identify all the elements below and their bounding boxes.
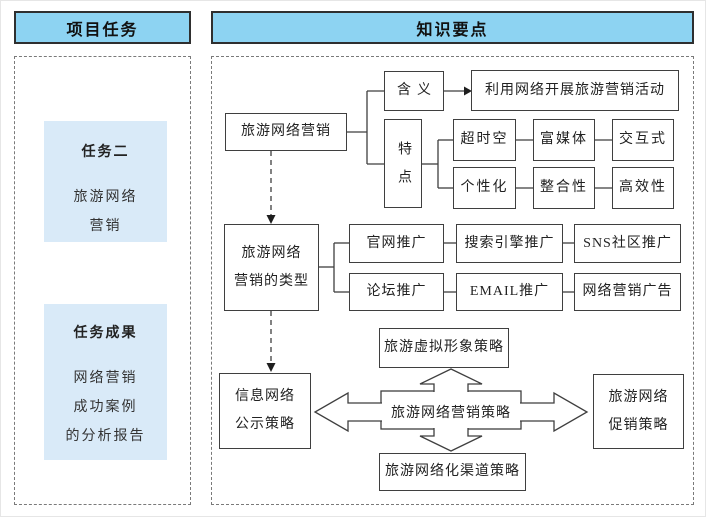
result-line: 网络营销	[73, 371, 138, 386]
task-title: 任务二	[81, 143, 130, 159]
feature-text: 整合性	[540, 180, 588, 195]
arrowheads	[266, 86, 472, 372]
type-text: 网络营销广告	[582, 284, 673, 299]
node-types-label: 旅游网络 营销的类型	[224, 224, 319, 311]
left-panel-header: 项目任务	[14, 11, 191, 44]
feature-text: 超时空	[460, 132, 509, 147]
features-label-text: 特点	[396, 140, 411, 197]
node-features-label: 特点	[384, 119, 422, 208]
right-panel-header: 知识要点	[211, 11, 694, 44]
strategy-center-text: 旅游网络营销策略	[391, 406, 511, 421]
node-root: 旅游网络营销	[225, 113, 347, 151]
strategy-left-line: 信息网络	[235, 389, 295, 404]
node-strategy-center: 旅游网络营销策略	[386, 397, 516, 427]
node-type: EMAIL推广	[456, 273, 563, 311]
node-type: 网络营销广告	[574, 273, 681, 311]
node-strategy-right: 旅游网络 促销策略	[593, 374, 684, 449]
result-line: 的分析报告	[65, 429, 146, 444]
task-line: 营销	[89, 219, 122, 234]
strategy-right-line: 促销策略	[608, 417, 669, 433]
task-line: 旅游网络	[73, 190, 138, 205]
strategy-left-line: 公示策略	[235, 417, 295, 432]
node-feature: 富媒体	[533, 119, 595, 161]
strategy-cross-arrows	[313, 368, 589, 452]
left-header-label: 项目任务	[66, 21, 139, 39]
node-strategy-left: 信息网络 公示策略	[219, 373, 311, 449]
node-strategy-bottom: 旅游网络化渠道策略	[379, 453, 526, 491]
result-card: 任务成果 网络营销 成功案例 的分析报告	[44, 304, 167, 460]
feature-text: 个性化	[460, 180, 509, 195]
strategy-right-line: 旅游网络	[608, 389, 669, 405]
type-text: EMAIL推广	[469, 284, 550, 299]
task-card: 任务二 旅游网络 营销	[44, 121, 167, 242]
type-text: SNS社区推广	[583, 235, 672, 251]
node-meaning-label: 含义	[384, 71, 444, 111]
node-type: 官网推广	[349, 224, 444, 263]
left-panel-body	[14, 56, 191, 505]
meaning-value-text: 利用网络开展旅游营销活动	[485, 82, 665, 98]
node-root-label: 旅游网络营销	[241, 124, 331, 139]
node-type: SNS社区推广	[574, 224, 681, 263]
node-feature: 整合性	[533, 167, 595, 209]
right-panel-body	[211, 56, 694, 505]
node-feature: 超时空	[453, 119, 516, 161]
feature-text: 富媒体	[540, 132, 588, 147]
node-strategy-top: 旅游虚拟形象策略	[379, 328, 509, 368]
meaning-label-text: 含义	[397, 83, 437, 98]
feature-text: 高效性	[619, 180, 667, 195]
node-feature: 个性化	[453, 167, 516, 209]
type-text: 搜索引擎推广	[464, 235, 555, 251]
type-text: 官网推广	[366, 235, 427, 251]
strategy-top-text: 旅游虚拟形象策略	[384, 340, 504, 355]
node-feature: 交互式	[612, 119, 674, 161]
strategy-bottom-text: 旅游网络化渠道策略	[385, 464, 520, 479]
node-type: 论坛推广	[349, 273, 444, 311]
types-label-line: 营销的类型	[234, 273, 309, 289]
feature-text: 交互式	[619, 132, 667, 147]
types-label-line: 旅游网络	[241, 245, 302, 261]
result-title: 任务成果	[73, 324, 138, 340]
node-feature: 高效性	[612, 167, 674, 209]
right-header-label: 知识要点	[416, 21, 489, 39]
result-line: 成功案例	[73, 400, 138, 415]
node-meaning-value: 利用网络开展旅游营销活动	[471, 70, 679, 111]
node-type: 搜索引擎推广	[456, 224, 563, 263]
type-text: 论坛推广	[366, 284, 427, 299]
